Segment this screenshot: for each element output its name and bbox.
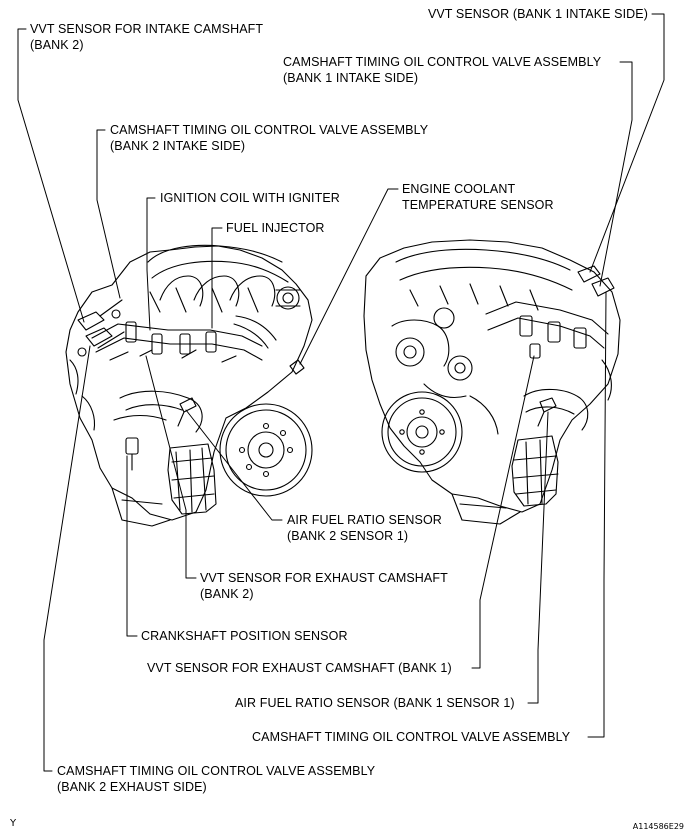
label-line: (BANK 2 SENSOR 1) bbox=[287, 529, 409, 543]
label-vvt-exhaust-bank2: VVT SENSOR FOR EXHAUST CAMSHAFT (BANK 2) bbox=[200, 570, 448, 602]
label-line: VVT SENSOR FOR EXHAUST CAMSHAFT bbox=[200, 571, 448, 585]
label-line: (BANK 2) bbox=[200, 587, 254, 601]
label-coolant-temp-sensor: ENGINE COOLANT TEMPERATURE SENSOR bbox=[402, 181, 554, 213]
label-af-sensor-bank1: AIR FUEL RATIO SENSOR (BANK 1 SENSOR 1) bbox=[235, 695, 515, 711]
figure-code: A114586E29 bbox=[632, 822, 684, 831]
label-ocv-bank1-intake: CAMSHAFT TIMING OIL CONTROL VALVE ASSEMB… bbox=[283, 54, 601, 86]
label-line: IGNITION COIL WITH IGNITER bbox=[160, 191, 340, 205]
label-line: (BANK 2 EXHAUST SIDE) bbox=[57, 780, 207, 794]
leader-lines bbox=[17, 13, 665, 772]
label-ocv-generic: CAMSHAFT TIMING OIL CONTROL VALVE ASSEMB… bbox=[252, 729, 570, 745]
label-af-sensor-bank2: AIR FUEL RATIO SENSOR (BANK 2 SENSOR 1) bbox=[287, 512, 442, 544]
label-line: ENGINE COOLANT bbox=[402, 182, 516, 196]
label-line: (BANK 1 INTAKE SIDE) bbox=[283, 71, 419, 85]
left-engine-illustration bbox=[65, 244, 313, 527]
label-line: VVT SENSOR (BANK 1 INTAKE SIDE) bbox=[427, 7, 648, 21]
label-line: AIR FUEL RATIO SENSOR (BANK 1 SENSOR 1) bbox=[235, 696, 515, 710]
label-line: CAMSHAFT TIMING OIL CONTROL VALVE ASSEMB… bbox=[57, 764, 376, 778]
label-line: VVT SENSOR FOR INTAKE CAMSHAFT bbox=[30, 22, 264, 36]
label-ignition-coil: IGNITION COIL WITH IGNITER bbox=[160, 190, 340, 206]
label-line: (BANK 2 INTAKE SIDE) bbox=[110, 139, 246, 153]
label-line: CAMSHAFT TIMING OIL CONTROL VALVE ASSEMB… bbox=[110, 123, 429, 137]
label-ocv-bank2-intake: CAMSHAFT TIMING OIL CONTROL VALVE ASSEMB… bbox=[110, 122, 428, 154]
label-vvt-bank1-intake: VVT SENSOR (BANK 1 INTAKE SIDE) bbox=[428, 6, 648, 22]
label-line: VVT SENSOR FOR EXHAUST CAMSHAFT (BANK 1) bbox=[147, 661, 452, 675]
label-vvt-intake-bank2: VVT SENSOR FOR INTAKE CAMSHAFT (BANK 2) bbox=[30, 21, 263, 53]
label-fuel-injector: FUEL INJECTOR bbox=[226, 220, 325, 236]
right-engine-illustration bbox=[363, 239, 621, 525]
label-line: (BANK 2) bbox=[30, 38, 84, 52]
label-line: TEMPERATURE SENSOR bbox=[402, 198, 554, 212]
label-vvt-exhaust-bank1: VVT SENSOR FOR EXHAUST CAMSHAFT (BANK 1) bbox=[147, 660, 452, 676]
label-line: FUEL INJECTOR bbox=[226, 221, 325, 235]
label-line: CAMSHAFT TIMING OIL CONTROL VALVE ASSEMB… bbox=[283, 55, 602, 69]
label-line: AIR FUEL RATIO SENSOR bbox=[287, 513, 442, 527]
label-line: CRANKSHAFT POSITION SENSOR bbox=[141, 629, 348, 643]
label-ocv-bank2-exhaust: CAMSHAFT TIMING OIL CONTROL VALVE ASSEMB… bbox=[57, 763, 375, 795]
label-line: CAMSHAFT TIMING OIL CONTROL VALVE ASSEMB… bbox=[252, 730, 571, 744]
label-crankshaft-sensor: CRANKSHAFT POSITION SENSOR bbox=[141, 628, 348, 644]
corner-mark: Y bbox=[10, 818, 17, 829]
